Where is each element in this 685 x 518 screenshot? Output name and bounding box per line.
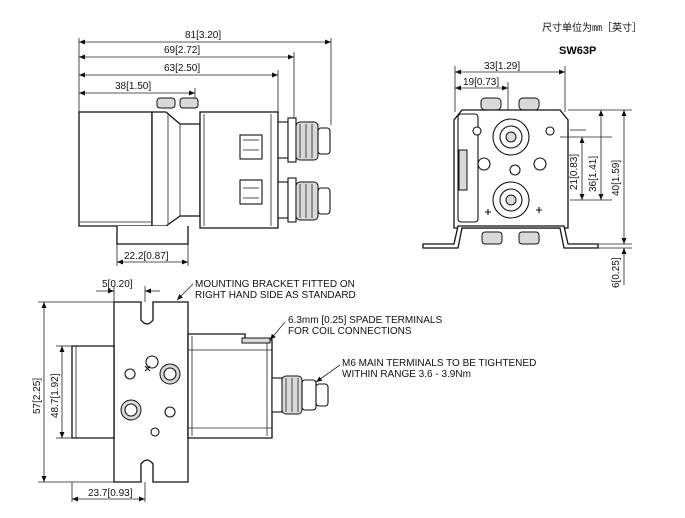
dim-63: 63[2.50] <box>79 63 278 78</box>
phillips-screw-icon-top <box>120 363 181 421</box>
dim-overall-label: 81[3.20] <box>185 30 221 41</box>
terminal-stud-icon <box>277 117 331 223</box>
dim-38-label: 38[1.50] <box>115 81 151 92</box>
note-spade-1: 6.3mm [0.25] SPADE TERMINALS <box>288 315 442 326</box>
dim-21-label: 21[0.83] <box>569 154 580 190</box>
dim-36-label: 36[1.41] <box>588 156 599 192</box>
phillips-screw-icon <box>156 97 199 109</box>
model-label: SW63P <box>559 45 596 57</box>
dim-22-2-label: 22.2[0.87] <box>124 251 169 262</box>
note-m6-2: WITHIN RANGE 3.6 - 3.9Nm <box>342 369 471 380</box>
dim-57-label: 57[2.25] <box>32 378 43 414</box>
dim-69: 69[2.72] <box>79 45 294 60</box>
dim-38: 38[1.50] <box>79 81 195 96</box>
dim-overall: 81[3.20] <box>79 30 331 45</box>
side-view: 81[3.20] 69[2.72] 63[2.50] 38[1.50] <box>78 30 332 266</box>
dim-23-7: 23.7[0.93] <box>72 488 145 502</box>
note-spade-2: FOR COIL CONNECTIONS <box>288 326 412 337</box>
dim-40-label: 40[1.59] <box>611 160 622 196</box>
dim-33-label: 33[1.29] <box>484 61 520 72</box>
note-bracket-1: MOUNTING BRACKET FITTED ON <box>195 279 355 290</box>
dim-33: 33[1.29] <box>455 61 565 75</box>
dim-40: 40[1.59] <box>611 110 627 244</box>
dim-6-label: 6[0.25] <box>611 257 622 288</box>
dim-5-label: 5[0.20] <box>102 279 133 290</box>
dim-19-label: 19[0.73] <box>463 77 499 88</box>
dim-22-2: 22.2[0.87] <box>117 251 188 265</box>
dim-21: 21[0.83] <box>569 137 585 200</box>
dim-48-7: 48.7[1.92] <box>50 346 65 438</box>
unit-note: 尺寸单位为㎜［英寸］ <box>542 21 642 34</box>
dim-69-label: 69[2.72] <box>164 45 200 56</box>
dim-36: 36[1.41] <box>588 110 604 200</box>
end-view: 33[1.29] 19[0.73] <box>422 61 632 288</box>
dim-63-label: 63[2.50] <box>164 63 200 74</box>
top-view: 5[0.20] MOUNTING BRACKET FITTED ON RIGHT… <box>32 279 536 502</box>
note-m6-1: M6 MAIN TERMINALS TO BE TIGHTENED <box>342 358 536 369</box>
dim-5: 5[0.20] <box>96 279 160 294</box>
note-bracket-2: RIGHT HAND SIDE AS STANDARD <box>195 290 356 301</box>
dim-48-7-label: 48.7[1.92] <box>50 373 61 418</box>
hex-nut-icon <box>492 118 530 219</box>
dim-57: 57[2.25] <box>32 302 47 482</box>
dim-19: 19[0.73] <box>455 77 508 91</box>
dim-6: 6[0.25] <box>611 248 627 288</box>
dim-23-7-label: 23.7[0.93] <box>88 488 133 499</box>
spade-terminals <box>239 134 263 205</box>
